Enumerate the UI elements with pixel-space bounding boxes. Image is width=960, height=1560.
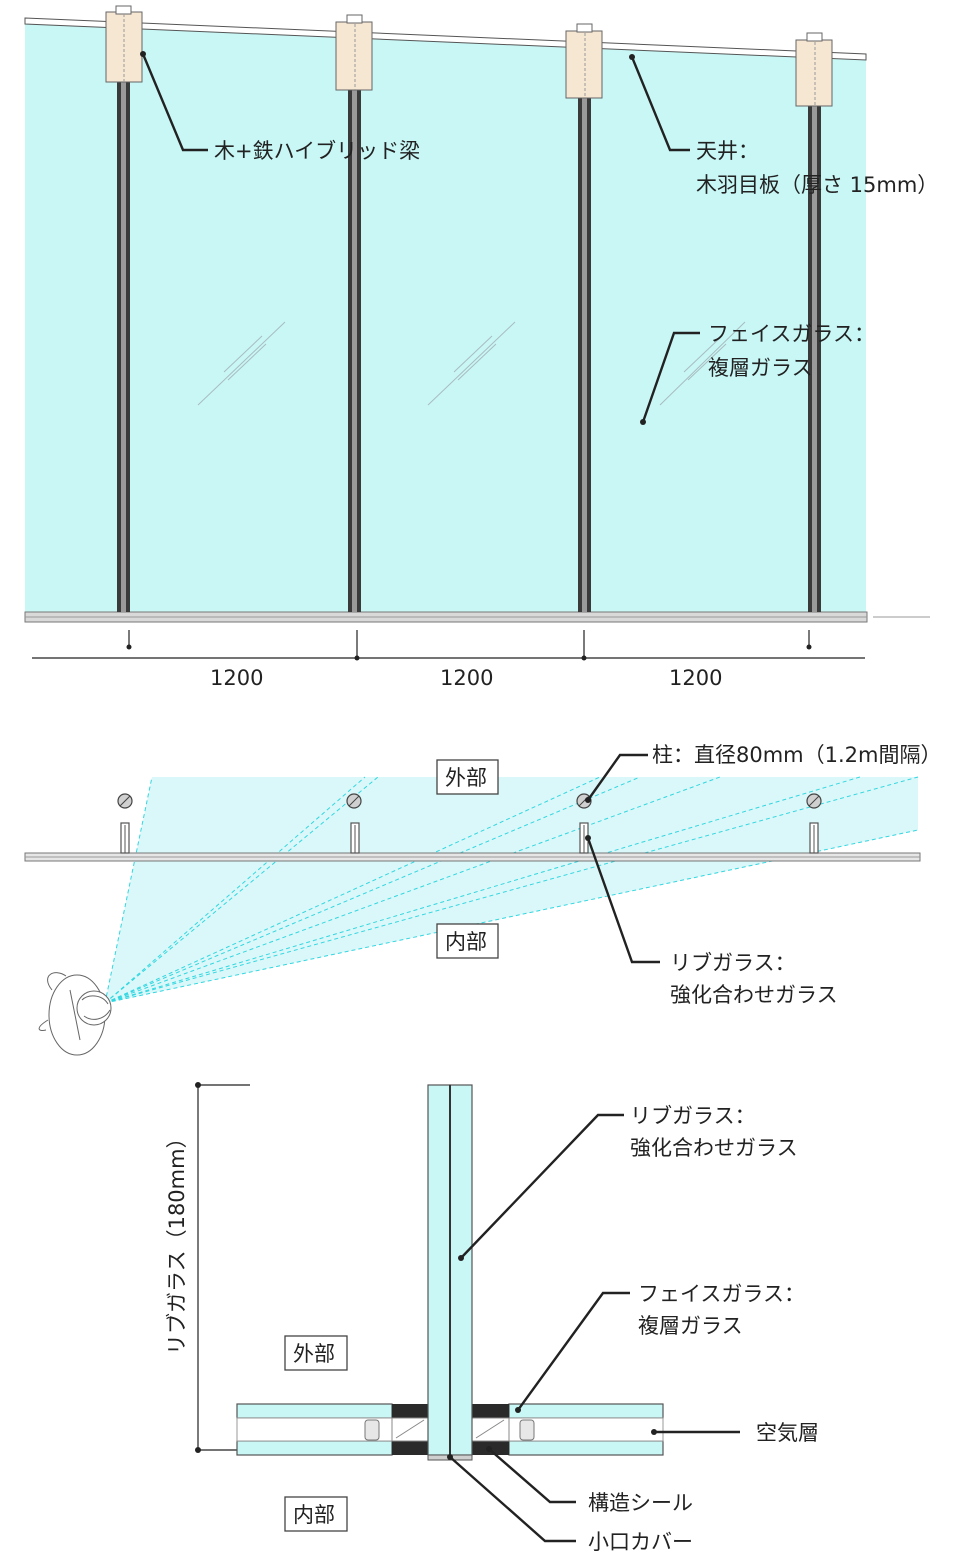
- rib-fin-plan-4: [809, 822, 819, 854]
- face-glass-left: [236, 1403, 393, 1456]
- person-topview-icon: [38, 972, 112, 1056]
- rib-fin-plan-1: [120, 822, 130, 854]
- label-edge-cover: 小口カバー: [588, 1530, 693, 1554]
- label-face-glass-1: フェイスガラス：: [708, 322, 875, 346]
- plan-view: 外部 内部 柱：直径80mm（1.2m間隔） リブガラス： 強化合わせガラス: [24, 743, 942, 1056]
- label-rib-detail-1: リブガラス：: [630, 1104, 756, 1128]
- plan-exterior-box: [436, 759, 499, 795]
- rib-mullion-2: [335, 14, 373, 612]
- dimension-label-3: 1200: [669, 666, 722, 690]
- label-rib-dimension: リブガラス（180mm）: [165, 1127, 189, 1355]
- plan-interior-label: 内部: [445, 930, 487, 954]
- dimension-label-1: 1200: [210, 666, 263, 690]
- label-rib-detail-2: 強化合わせガラス: [630, 1136, 798, 1160]
- detail-exterior-box: [284, 1335, 348, 1371]
- elevation-leaders: [140, 51, 700, 425]
- rib-mullion-1: [105, 5, 143, 612]
- label-air-layer: 空気層: [756, 1421, 819, 1445]
- rib-fin-plan-2: [350, 822, 360, 854]
- label-column: 柱：直径80mm（1.2m間隔）: [652, 743, 942, 767]
- detail-section: リブガラス（180mm）: [165, 1082, 819, 1554]
- dimension-label-2: 1200: [440, 666, 493, 690]
- rib-mullion-3: [565, 23, 603, 612]
- label-structural-seal: 構造シール: [588, 1491, 693, 1515]
- face-glass-elevation: [25, 24, 866, 612]
- detail-interior-label: 内部: [293, 1503, 335, 1527]
- plan-exterior-label: 外部: [445, 766, 487, 790]
- label-face-detail-2: 複層ガラス: [638, 1314, 743, 1338]
- rib-mullion-4: [795, 32, 833, 612]
- face-glass-right: [508, 1403, 664, 1456]
- structural-seals: [391, 1404, 510, 1455]
- plan-interior-box: [436, 923, 499, 959]
- label-ceiling-1: 天井：: [696, 139, 759, 163]
- label-hybrid-beam: 木+鉄ハイブリッド梁: [214, 139, 420, 163]
- elevation-view: 木+鉄ハイブリッド梁 天井： 木羽目板（厚さ 15mm） フェイスガラス： 複層…: [24, 5, 938, 690]
- detail-exterior-label: 外部: [293, 1342, 335, 1366]
- label-ceiling-2: 木羽目板（厚さ 15mm）: [696, 173, 938, 197]
- label-rib-plan-2: 強化合わせガラス: [670, 983, 838, 1007]
- dimension-line: [32, 630, 865, 661]
- detail-interior-box: [284, 1496, 348, 1532]
- rib-glass-section: [427, 1084, 473, 1456]
- label-face-glass-2: 複層ガラス: [708, 356, 813, 380]
- label-rib-plan-1: リブガラス：: [670, 951, 796, 975]
- glass-reflection-marks: [197, 321, 746, 406]
- sight-lines: [104, 776, 919, 1004]
- label-face-detail-1: フェイスガラス：: [638, 1282, 805, 1306]
